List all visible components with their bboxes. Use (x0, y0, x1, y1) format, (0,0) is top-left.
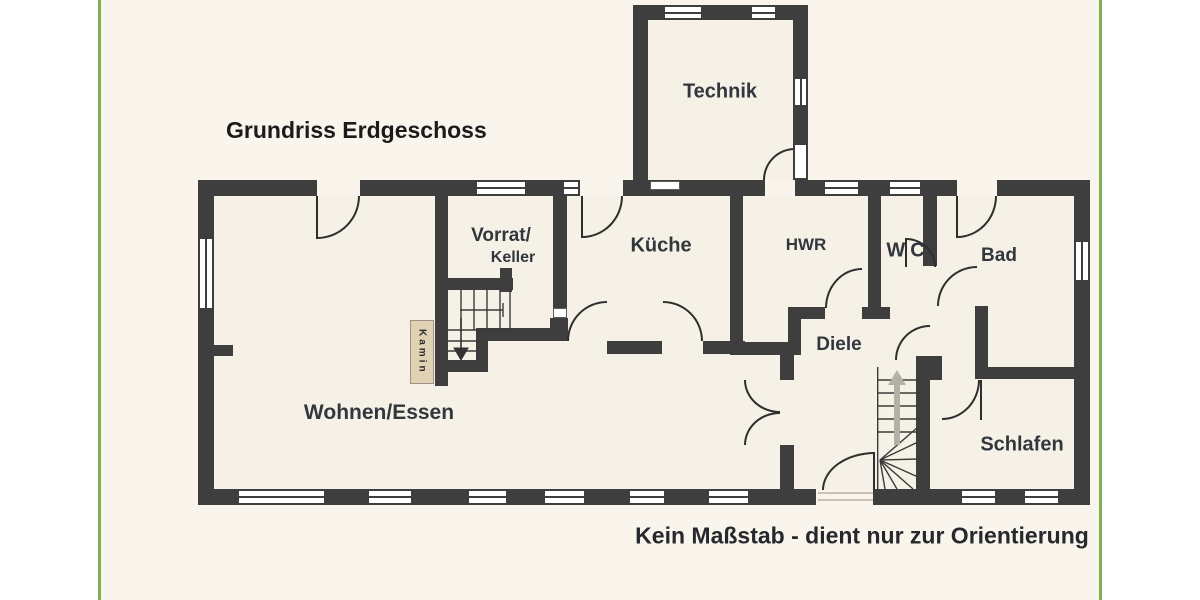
wall (997, 489, 1023, 505)
wall (435, 360, 488, 372)
wall (326, 489, 367, 505)
plan-title: Grundriss Erdgeschoss (226, 117, 487, 143)
wall (788, 307, 825, 319)
window (467, 489, 508, 505)
wall (666, 489, 707, 505)
door-leaf (793, 143, 808, 180)
wall (703, 5, 750, 20)
window (475, 180, 527, 196)
wall (633, 5, 648, 180)
door-sill (818, 499, 873, 501)
wall (476, 328, 568, 341)
staircase-main (876, 367, 919, 490)
wall (360, 180, 475, 196)
wall (793, 107, 808, 143)
wall-opening (553, 308, 567, 318)
room-label-wohnen-essen: Wohnen/Essen (303, 401, 455, 424)
door-leaf (905, 238, 907, 267)
door-sill (818, 492, 873, 494)
wall (435, 278, 513, 290)
wall (975, 367, 1090, 379)
door-leaf (581, 196, 583, 238)
wall (868, 196, 881, 319)
room-label-technik: Technik (682, 80, 758, 103)
wall (873, 489, 960, 505)
door-leaf (873, 452, 875, 490)
wall (586, 489, 628, 505)
wall (500, 268, 512, 292)
wall (975, 306, 988, 367)
room-label-hwr: HWR (785, 235, 827, 254)
wall (435, 196, 448, 386)
door-leaf (956, 196, 958, 238)
page-border-left (98, 0, 101, 600)
room-label-diele: Diele (816, 334, 862, 355)
room-label-bad: Bad (981, 245, 1017, 266)
wall (1060, 489, 1090, 505)
wall (623, 180, 765, 196)
room-floor (648, 20, 793, 180)
stair-down-arrow (453, 318, 469, 361)
wall (922, 180, 957, 196)
wall (413, 489, 467, 505)
wall (214, 345, 233, 356)
wall (1074, 196, 1090, 240)
room-label-wc: WC (886, 239, 930, 262)
window (1023, 489, 1060, 505)
kamin-chimney: Kamin (410, 320, 434, 384)
wall (916, 367, 930, 489)
wall (997, 180, 1090, 196)
window (237, 489, 326, 505)
wall (553, 196, 567, 308)
window (793, 77, 808, 107)
stair-up-arrow (888, 370, 906, 445)
window (562, 180, 580, 196)
window (888, 180, 922, 196)
wall (633, 5, 663, 20)
window (823, 180, 860, 196)
wall (527, 180, 562, 196)
wall (198, 310, 214, 505)
wall (780, 445, 794, 505)
window (628, 489, 666, 505)
staircase-cellar (448, 288, 511, 362)
wall (730, 196, 743, 354)
window (663, 5, 703, 20)
scale-disclaimer: Kein Maßstab - dient nur zur Orientierun… (635, 522, 1089, 549)
wall (777, 5, 808, 20)
room-label-vorrat: Vorrat/ (471, 225, 531, 246)
window (198, 237, 214, 310)
wall (788, 307, 801, 355)
window (750, 5, 777, 20)
window (367, 489, 413, 505)
wall (607, 341, 662, 354)
wall (793, 20, 808, 77)
wall (198, 180, 317, 196)
door-leaf (316, 196, 318, 239)
window (543, 489, 586, 505)
wall (860, 180, 888, 196)
wall (730, 342, 788, 355)
window (960, 489, 997, 505)
wall (795, 180, 823, 196)
wall (1074, 282, 1090, 505)
room-label-kueche: Küche (630, 234, 692, 257)
wall (508, 489, 543, 505)
window (707, 489, 750, 505)
page-border-right (1099, 0, 1102, 600)
wall-opening (650, 181, 680, 190)
room-label-schlafen: Schlafen (980, 433, 1064, 456)
door-leaf (980, 380, 982, 420)
wall (198, 489, 237, 505)
window (1074, 240, 1090, 282)
room-label-keller: Keller (490, 249, 536, 266)
